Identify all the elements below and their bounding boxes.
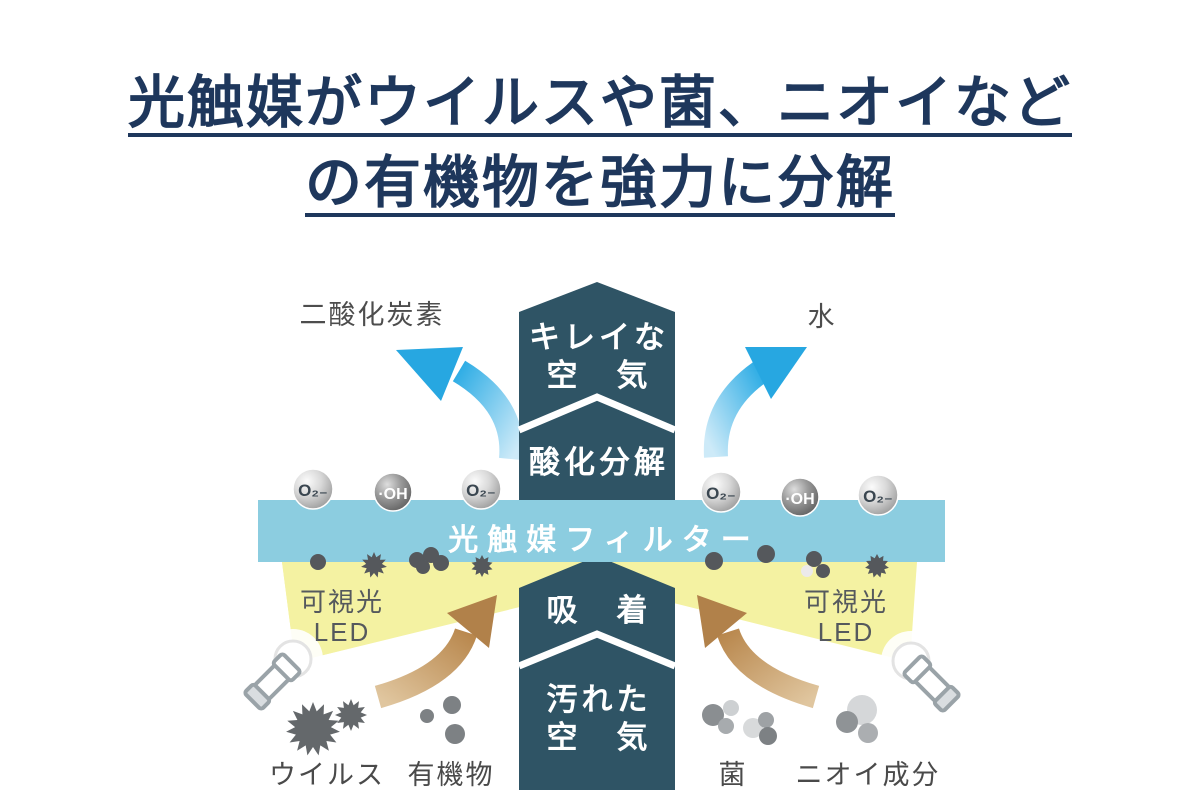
clean-air-label: キレイな 空 気	[529, 319, 669, 395]
input-arrow-left	[374, 595, 497, 709]
superoxide-sphere: O₂₋	[460, 468, 502, 510]
particle-star-icon	[865, 554, 889, 578]
virus-label: ウイルス	[269, 760, 385, 790]
hydroxyl-label: ·OH	[785, 491, 814, 508]
led-label-right: 可視光 LED	[804, 587, 888, 647]
radical-spheres: O₂₋ ·OH O₂₋ O₂₋ ·OH O₂₋	[292, 468, 899, 517]
title-line-1: 光触媒がウイルスや菌、ニオイなど	[128, 71, 1072, 135]
virus-icon	[335, 699, 367, 731]
flashlight-left	[243, 629, 323, 711]
flashlight-icon	[243, 652, 302, 711]
output-arrow-right	[703, 347, 807, 458]
organic-particles	[420, 696, 465, 744]
hydroxyl-sphere: ·OH	[373, 472, 413, 512]
led-label-line2: LED	[817, 617, 875, 647]
filter-band-label: 光触媒フィルター	[448, 524, 760, 557]
odor-particles	[836, 695, 878, 743]
bacteria-label: 菌	[718, 760, 748, 790]
organic-label: 有機物	[407, 760, 495, 790]
slide-title: 光触媒がウイルスや菌、ニオイなど の有機物を強力に分解	[0, 64, 1200, 224]
trapped-particles	[310, 545, 889, 578]
led-label-line1: 可視光	[803, 587, 889, 617]
hydroxyl-label: ·OH	[378, 486, 407, 503]
superoxide-label: O₂₋	[863, 487, 893, 506]
co2-label: 二酸化炭素	[299, 300, 445, 330]
dirty-air-label: 汚れた 空 気	[547, 681, 652, 757]
title-line-2: の有機物を強力に分解	[305, 150, 895, 215]
flashlight-icon	[902, 654, 961, 713]
superoxide-sphere: O₂₋	[857, 474, 899, 516]
clean-air-line1: キレイな	[529, 320, 669, 355]
particle-star-icon	[361, 552, 387, 578]
output-arrow-left	[396, 347, 524, 461]
led-label-left: 可視光 LED	[300, 587, 384, 647]
superoxide-label: O₂₋	[706, 484, 736, 503]
superoxide-sphere: O₂₋	[292, 468, 334, 510]
led-label-line1: 可視光	[299, 587, 385, 617]
dirty-air-line2: 空 気	[546, 720, 652, 755]
input-arrow-right	[697, 595, 820, 709]
adsorption-label: 吸 着	[546, 593, 652, 628]
filter-band	[258, 500, 945, 562]
particle-star-icon	[471, 555, 493, 577]
dirty-air-line1: 汚れた	[546, 682, 652, 717]
virus-particles	[286, 699, 367, 756]
odor-label: ニオイ成分	[795, 760, 941, 790]
virus-icon	[286, 702, 340, 756]
superoxide-label: O₂₋	[466, 481, 496, 500]
superoxide-label: O₂₋	[298, 481, 328, 500]
clean-air-block	[517, 282, 677, 505]
superoxide-sphere: O₂₋	[700, 471, 742, 513]
oxidation-label: 酸化分解	[529, 445, 669, 480]
led-label-line2: LED	[313, 617, 371, 647]
flashlight-right	[881, 631, 961, 713]
dirty-air-block	[517, 556, 677, 790]
hydroxyl-sphere: ·OH	[780, 477, 820, 517]
bacteria-particles	[702, 700, 777, 745]
clean-air-line2: 空 気	[546, 358, 652, 393]
water-label: 水	[807, 302, 837, 332]
